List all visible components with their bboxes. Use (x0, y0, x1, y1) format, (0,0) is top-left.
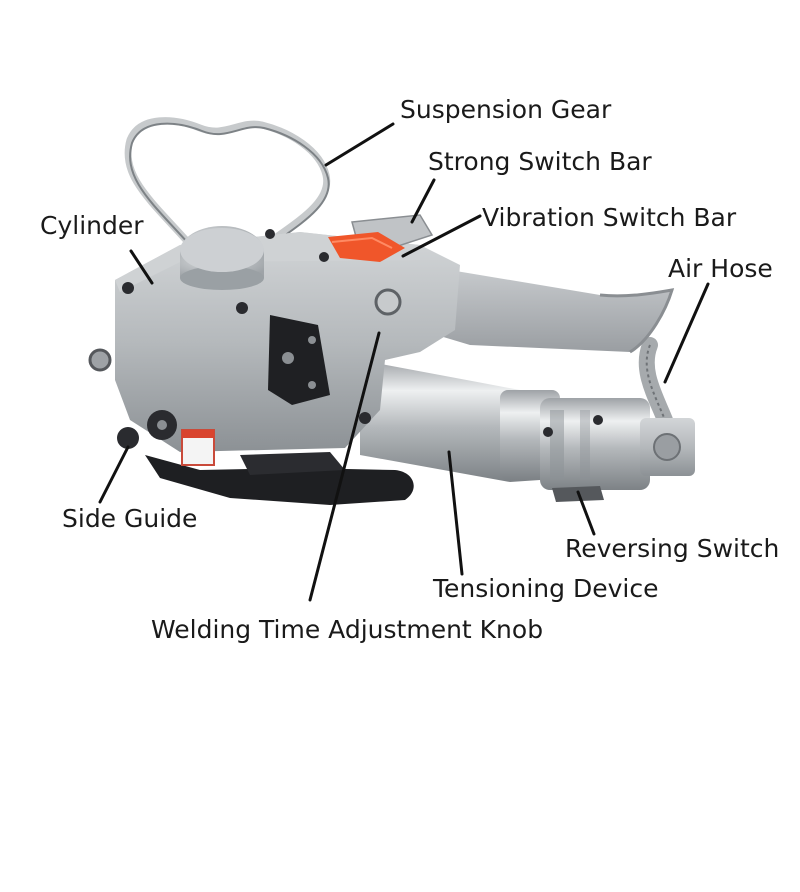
suspension-gear-hook (124, 117, 331, 244)
part-labels: Suspension Gear Strong Switch Bar Vibrat… (40, 95, 779, 644)
label-reversing-switch: Reversing Switch (565, 534, 779, 563)
leader-side-guide (98, 445, 130, 504)
leader-cylinder (129, 249, 154, 285)
leader-reversing-switch (576, 490, 596, 536)
label-strong-switch-bar: Strong Switch Bar (428, 147, 652, 176)
base-plate (145, 455, 414, 505)
label-air-hose: Air Hose (668, 254, 773, 283)
label-vibration-switch-bar: Vibration Switch Bar (482, 203, 737, 232)
label-cylinder: Cylinder (40, 211, 144, 240)
label-side-guide: Side Guide (62, 504, 197, 533)
label-suspension-gear: Suspension Gear (400, 95, 612, 124)
handle (420, 265, 672, 352)
tensioning-tube (360, 360, 540, 482)
leader-vibration-switch-bar (401, 214, 482, 258)
leader-tensioning-device (447, 450, 464, 576)
leader-lines (98, 122, 710, 602)
leader-suspension-gear (324, 122, 395, 167)
label-welding-time-adjustment-knob: Welding Time Adjustment Knob (151, 615, 543, 644)
strapping-tool (88, 117, 695, 505)
leader-strong-switch-bar (410, 178, 436, 224)
leader-air-hose (663, 282, 710, 384)
welding-time-knob (374, 288, 402, 316)
label-tensioning-device: Tensioning Device (432, 574, 658, 603)
leader-welding-time-knob (308, 331, 381, 602)
